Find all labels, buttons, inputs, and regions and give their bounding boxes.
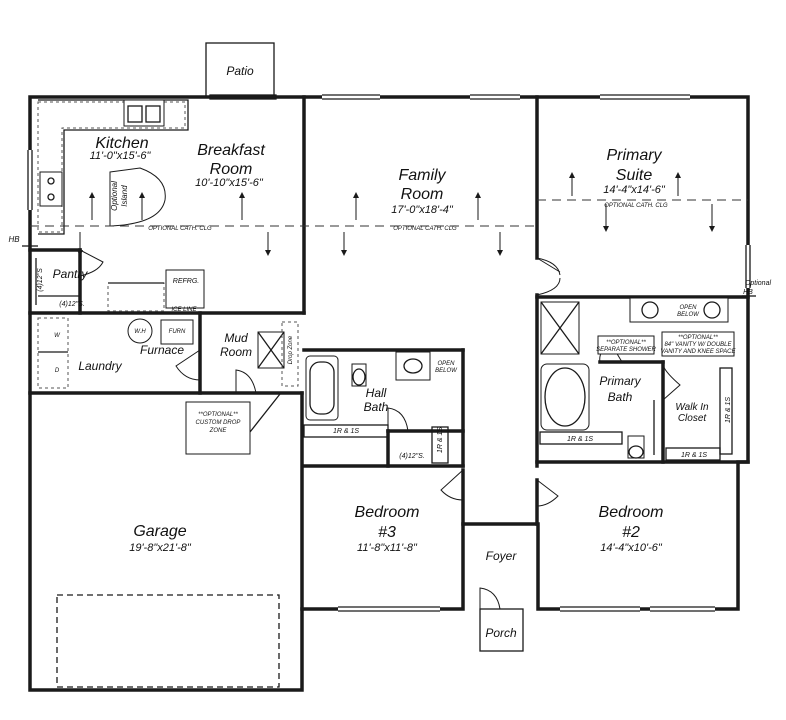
hall-rs-label: 1R & 1S: [333, 428, 359, 435]
kitchen-counters: [37, 99, 189, 235]
hall-tub: [305, 355, 339, 421]
optional-vanity-label-1: **OPTIONAL**: [678, 335, 718, 341]
garage-dims: 19'-8"x21'-8": [129, 542, 192, 554]
walkin-label-2: Closet: [678, 413, 708, 424]
refrg-label: REFRG.: [173, 278, 200, 285]
optional-hb-label-2: HB: [743, 289, 753, 296]
family-label-1: Family: [398, 167, 446, 184]
primary-suite-label-1: Primary: [606, 147, 662, 164]
refrigerator: [165, 269, 205, 309]
hall-bath-label-1: Hall: [366, 386, 387, 400]
pantry-shelves: (4)12"S.: [59, 301, 84, 308]
dryer-label: D: [55, 368, 60, 374]
patio-label: Patio: [226, 64, 254, 78]
drop-zone-side-label: Drop Zone: [288, 335, 294, 364]
porch-label: Porch: [485, 626, 517, 640]
primary-tub: [540, 363, 590, 431]
ceiling-arrows: [79, 175, 713, 252]
optional-drop-zone-box: [185, 401, 251, 455]
drop-zone-label-2: CUSTOM DROP: [196, 420, 241, 426]
patio-slab: [205, 42, 275, 98]
closet-rs-vertical-label: 1R & 1S: [725, 397, 732, 423]
pantry-side-shelves: (4)12"S: [37, 268, 44, 292]
mud-label-1: Mud: [224, 331, 248, 345]
ice-line-label: ICE LINE: [171, 307, 197, 313]
walkin-label-1: Walk In: [675, 402, 709, 413]
pb-open-below-1: OPEN: [679, 305, 697, 311]
drop-zone-label-1: **OPTIONAL**: [198, 412, 238, 418]
optional-shower-box: [597, 335, 655, 355]
bedroom3-label-1: Bedroom: [355, 504, 420, 521]
family-dims: 17'-0"x18'-4": [391, 204, 454, 216]
hb-left-label: HB: [8, 235, 20, 244]
open-below-label-2: BELOW: [435, 368, 458, 374]
hall-rs-vertical-label: 1R & 1S: [437, 427, 444, 453]
furnace-label: Furnace: [140, 343, 184, 357]
primary-suite-label-2: Suite: [616, 167, 653, 184]
primary-bath-label-1: Primary: [599, 374, 641, 388]
foyer-label: Foyer: [486, 549, 518, 563]
furn-label: FURN: [169, 329, 186, 335]
furnace-unit: [160, 319, 194, 345]
pantry-label: Pantry: [53, 267, 89, 281]
window-panes: [27, 94, 751, 612]
interior-walls: [28, 95, 750, 611]
family-label-2: Room: [401, 186, 444, 203]
optional-shower-label-1: **OPTIONAL**: [606, 340, 646, 346]
hall-bath-label-2: Bath: [364, 400, 389, 414]
open-below-label-1: OPEN: [437, 361, 455, 367]
mud-label-2: Room: [220, 345, 252, 359]
breakfast-label-2: Room: [210, 161, 253, 178]
optional-vanity-label-3: VANITY AND KNEE SPACE: [661, 349, 737, 355]
optional-vanity-label-2: 84" VANITY W/ DOUBLE: [664, 342, 732, 348]
pb-open-below-2: BELOW: [677, 312, 700, 318]
optional-vanity-box: [661, 331, 735, 357]
arrow-heads: [77, 172, 715, 256]
wh-label: W.H: [134, 329, 146, 335]
cath-clg-label-suite: OPTIONAL CATH. CLG: [604, 203, 668, 209]
patio-door: [209, 94, 277, 100]
optional-island: [109, 167, 166, 227]
breakfast-dims: 10'-10"x15'-6": [195, 177, 264, 189]
hall-toilet: [351, 363, 367, 387]
hall-vanity: [395, 351, 431, 381]
closet-rs-label: 1R & 1S: [681, 452, 707, 459]
range: [39, 171, 63, 207]
cath-clg-label-family: OPTIONAL CATH. CLG: [393, 226, 457, 232]
kitchen-dims: 11'-0"x15'-6": [90, 150, 152, 162]
bedroom3-label-2: #3: [378, 524, 396, 541]
garage-label: Garage: [133, 523, 186, 540]
windows: [27, 94, 751, 612]
washer-label: W: [54, 333, 61, 339]
optional-hb-label-1: Optional: [745, 280, 772, 287]
bedroom3-dims: 11'-8"x11'-8": [357, 542, 418, 554]
breakfast-label-1: Breakfast: [197, 142, 265, 159]
cath-clg-label: OPTIONAL CATH. CLG: [148, 226, 212, 232]
optional-island-label-1: Optional: [110, 181, 119, 211]
kitchen-label: Kitchen: [95, 135, 148, 152]
laundry-label: Laundry: [78, 359, 122, 373]
drop-zone-label-3: ZONE: [209, 428, 228, 434]
primary-suite-dims: 14'-4"x14'-6": [603, 184, 666, 196]
water-heater: [127, 318, 153, 344]
optional-shower-label-2: SEPARATE SHOWER: [596, 347, 656, 353]
hall-shelves-label: (4)12"S.: [399, 453, 424, 460]
porch-slab: [479, 608, 524, 652]
primary-bath-label-2: Bath: [608, 390, 633, 404]
bedroom2-dims: 14'-4"x10'-6": [600, 542, 663, 554]
optional-island-label-2: Island: [120, 185, 129, 207]
pbath-rs-label: 1R & 1S: [567, 436, 593, 443]
bedroom2-label-2: #2: [622, 524, 640, 541]
bedroom2-label-1: Bedroom: [599, 504, 664, 521]
garage-door: [56, 594, 280, 688]
